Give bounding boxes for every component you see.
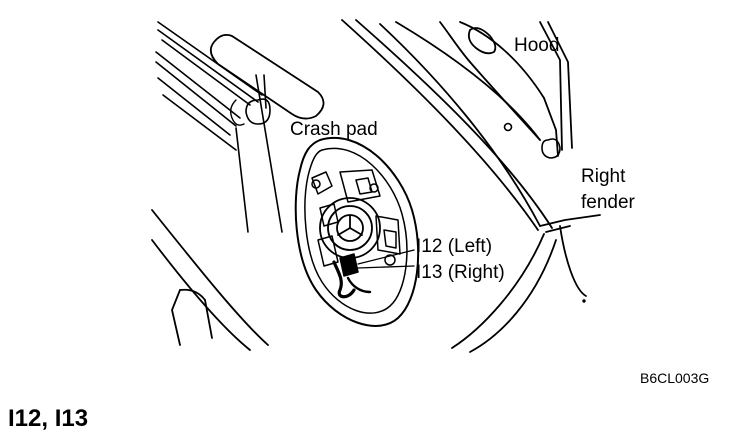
cowl-panel-arcs	[341, 19, 553, 231]
label-i12-left: I12 (Left)	[416, 236, 493, 257]
bolt-right	[384, 254, 396, 266]
label-hood: Hood	[514, 35, 560, 56]
steering-column-hub	[319, 197, 381, 259]
lower-panel-arcs	[151, 209, 557, 353]
access-panel	[294, 137, 420, 327]
label-right-fender-line2: fender	[581, 192, 635, 213]
bolt-left	[311, 179, 321, 189]
figure-id: B6CL003G	[640, 370, 710, 386]
vertical-struts	[235, 74, 283, 233]
connector-i12-i13	[332, 253, 372, 299]
windshield-edge-lines	[155, 21, 263, 151]
hood-panel-outline	[459, 21, 573, 157]
label-i13-right: I13 (Right)	[416, 262, 505, 283]
vent-slot-outline	[209, 33, 325, 120]
connector-housings	[311, 169, 401, 267]
label-right-fender-line1: Right	[581, 166, 626, 187]
strut-knob	[245, 98, 271, 125]
bolt-top	[369, 183, 379, 193]
fender-edge-lines	[379, 23, 601, 297]
connector-title: I12, I13	[8, 405, 89, 432]
label-crash-pad: Crash pad	[290, 119, 378, 140]
hood-hole	[503, 122, 513, 132]
leader-lines	[357, 249, 415, 269]
hood-hinge-bolt	[541, 138, 561, 159]
